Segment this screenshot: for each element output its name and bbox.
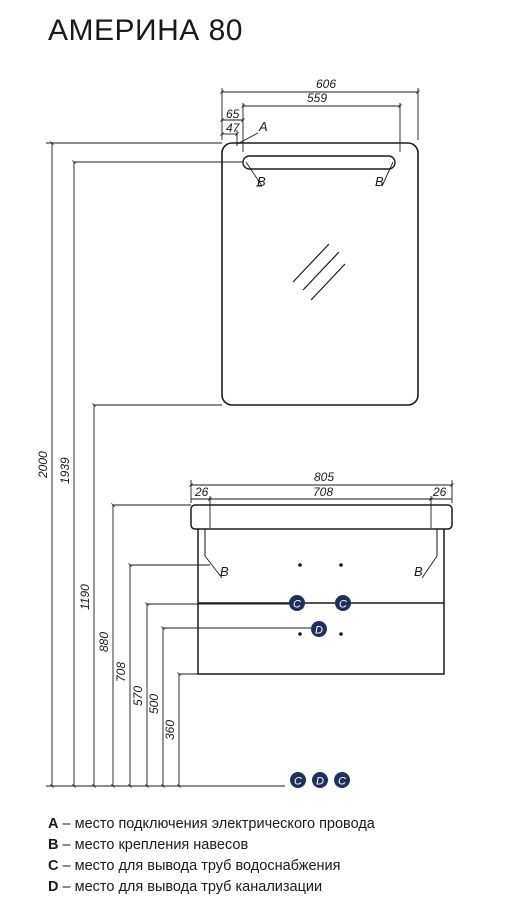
legend-item-d: D – место для вывода труб канализации — [48, 877, 375, 898]
floor-marker-d: D — [312, 772, 328, 788]
dim-708: 708 — [313, 485, 333, 499]
cabinet-dimensions — [189, 480, 454, 579]
mirror-dimensions — [220, 88, 420, 187]
dim-26-right: 26 — [432, 485, 447, 499]
mirror-glare-line — [292, 243, 330, 283]
dim-500: 500 — [147, 694, 161, 714]
height-labels: 2000 1939 1190 880 708 570 500 360 — [36, 451, 177, 740]
dim-360: 360 — [163, 720, 177, 740]
svg-text:C: C — [338, 776, 346, 788]
legend-item-b: B – место крепления навесов — [48, 835, 375, 856]
legend-letter: B — [48, 837, 59, 853]
legend-item-a: A – место подключения электрического про… — [48, 814, 375, 835]
page-title: АМЕРИНА 80 — [48, 14, 243, 47]
point-d-marker: D — [311, 621, 327, 637]
point-b-label: B — [414, 564, 423, 579]
floor-marker-c: C — [334, 772, 350, 788]
svg-text:C: C — [293, 599, 301, 611]
svg-text:D: D — [315, 625, 323, 637]
legend-letter: D — [48, 879, 59, 895]
svg-text:C: C — [339, 599, 347, 611]
dim-559: 559 — [307, 91, 327, 105]
mirror-light-strip — [242, 155, 396, 170]
legend-text: – место крепления навесов — [58, 837, 249, 853]
dim-606: 606 — [316, 77, 336, 91]
point-b-label: B — [257, 174, 266, 189]
mirror-glare-line — [302, 251, 340, 291]
dim-1939: 1939 — [58, 457, 72, 484]
legend-letter: C — [48, 858, 59, 874]
height-dimensions — [46, 141, 311, 788]
cabinet-markers: C C D — [289, 595, 351, 637]
dim-2000: 2000 — [36, 451, 50, 479]
mirror-dimension-labels: 606 559 65 47 A B B — [226, 77, 384, 189]
legend: A – место подключения электрического про… — [48, 814, 375, 898]
cabinet-dimension-labels: 805 708 26 26 B B — [194, 470, 447, 579]
cabinet-dots — [298, 563, 343, 636]
mirror-body — [221, 142, 419, 406]
cabinet-body — [197, 529, 445, 675]
point-c-marker: C — [335, 595, 351, 611]
legend-letter: A — [48, 816, 59, 832]
point-a-label: A — [258, 119, 268, 134]
mirror-glare-line — [310, 263, 346, 301]
legend-text: – место для вывода труб водоснабжения — [58, 858, 341, 874]
dim-1190: 1190 — [78, 584, 92, 610]
dim-65: 65 — [226, 107, 240, 121]
point-b-label: B — [375, 174, 384, 189]
svg-text:D: D — [316, 776, 324, 788]
cabinet — [190, 504, 453, 675]
point-b-label: B — [220, 564, 229, 579]
dim-26-left: 26 — [194, 485, 209, 499]
floor-markers: C D C — [290, 772, 350, 788]
legend-text: – место для вывода труб канализации — [58, 879, 323, 895]
point-c-marker: C — [289, 595, 305, 611]
svg-text:C: C — [294, 776, 302, 788]
dim-47: 47 — [226, 121, 241, 135]
dim-805: 805 — [314, 470, 334, 484]
floor-marker-c: C — [290, 772, 306, 788]
dim-880: 880 — [97, 632, 111, 652]
dim-708: 708 — [114, 662, 128, 682]
dim-570: 570 — [131, 686, 145, 706]
legend-item-c: C – место для вывода труб водоснабжения — [48, 856, 375, 877]
technical-drawing: 606 559 65 47 A B B 805 708 26 — [36, 77, 454, 788]
countertop — [190, 504, 453, 530]
legend-text: – место подключения электрического прово… — [58, 816, 375, 832]
mirror — [221, 142, 419, 406]
